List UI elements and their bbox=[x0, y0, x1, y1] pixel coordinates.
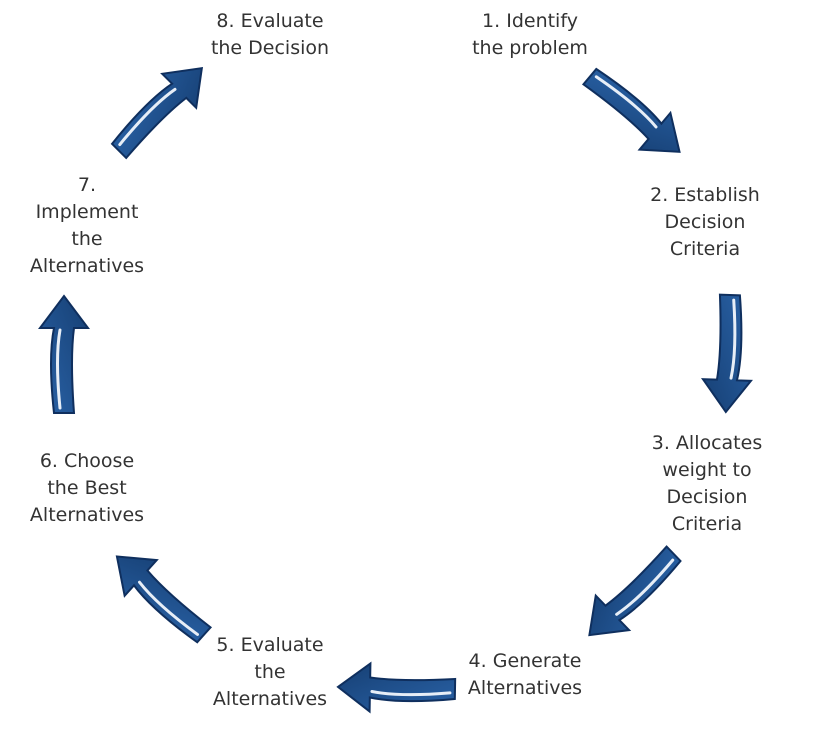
step-2-line-3: Criteria bbox=[669, 238, 741, 260]
step-1-line-2: the problem bbox=[472, 37, 588, 59]
step-4-line-1: 4. Generate bbox=[468, 650, 582, 672]
step-4-label: 4. Generate Alternatives bbox=[450, 648, 600, 702]
step-2-line-2: Decision bbox=[664, 211, 746, 233]
step-7-line-1: 7. bbox=[77, 174, 97, 196]
arrow-step7-to-step8 bbox=[100, 49, 221, 170]
step-5-line-1: 5. Evaluate bbox=[216, 634, 324, 656]
step-5-label: 5. Evaluate the Alternatives bbox=[195, 632, 345, 713]
step-5-line-2: the bbox=[254, 661, 286, 683]
step-6-line-1: 6. Choose bbox=[39, 450, 135, 472]
step-8-label: 8. Evaluate the Decision bbox=[195, 8, 345, 62]
step-1-line-1: 1. Identify bbox=[482, 10, 578, 32]
step-8-line-2: the Decision bbox=[210, 37, 330, 59]
step-6-line-2: the Best bbox=[47, 477, 127, 499]
step-5-line-3: Alternatives bbox=[212, 688, 328, 710]
step-7-line-3: the bbox=[71, 228, 103, 250]
step-6-line-3: Alternatives bbox=[29, 504, 145, 526]
step-3-line-3: Decision bbox=[666, 486, 748, 508]
step-3-line-2: weight to bbox=[662, 459, 752, 481]
step-3-line-4: Criteria bbox=[671, 513, 743, 535]
step-2-line-1: 2. Establish bbox=[650, 184, 760, 206]
arrow-step3-to-step4 bbox=[571, 535, 692, 654]
step-2-label: 2. Establish Decision Criteria bbox=[630, 182, 780, 263]
arrow-step1-to-step2 bbox=[572, 56, 697, 172]
step-7-label: 7. Implement the Alternatives bbox=[12, 172, 162, 280]
step-3-label: 3. Allocates weight to Decision Criteria bbox=[632, 430, 782, 538]
arrow-step2-to-step3 bbox=[700, 292, 756, 415]
step-7-line-4: Alternatives bbox=[29, 255, 145, 277]
step-7-line-2: Implement bbox=[35, 201, 139, 223]
step-6-label: 6. Choose the Best Alternatives bbox=[12, 448, 162, 529]
step-4-line-2: Alternatives bbox=[467, 677, 583, 699]
arrow-step4-to-step5 bbox=[336, 661, 457, 715]
arrow-step6-to-step7 bbox=[38, 294, 90, 415]
step-8-line-1: 8. Evaluate bbox=[216, 10, 324, 32]
step-1-label: 1. Identify the problem bbox=[455, 8, 605, 62]
step-3-line-1: 3. Allocates bbox=[651, 432, 763, 454]
